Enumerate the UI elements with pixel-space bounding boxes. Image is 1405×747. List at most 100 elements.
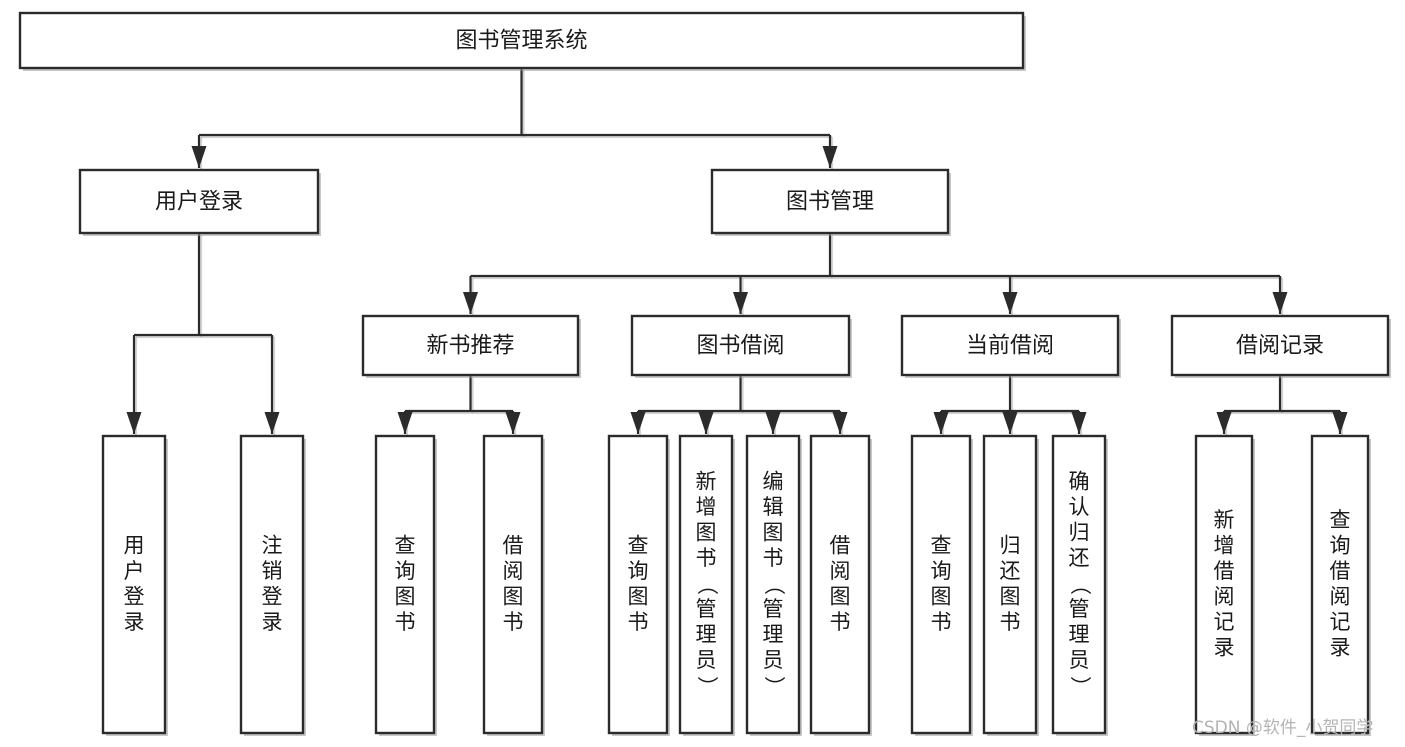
svg-text:录: 录: [1330, 635, 1351, 659]
svg-text:询: 询: [395, 559, 416, 583]
node-root-system[interactable]: 图书管理系统: [18, 11, 1026, 71]
svg-text:）: ）: [1068, 676, 1092, 697]
svg-text:理: 理: [763, 623, 784, 647]
svg-text:查: 查: [395, 533, 416, 557]
svg-text:图: 图: [696, 521, 717, 545]
svg-text:录: 录: [1214, 635, 1235, 659]
node-level3-label-1: 新书推荐: [426, 334, 514, 359]
svg-text:书: 书: [931, 610, 952, 634]
svg-text:）: ）: [695, 676, 719, 697]
node-layer: 图书管理系统用户登录图书管理新书推荐图书借阅当前借阅借阅记录用户登录注销登录查询…: [18, 11, 1391, 736]
svg-text:图: 图: [503, 584, 524, 608]
svg-text:销: 销: [262, 559, 283, 583]
svg-text:认: 认: [1069, 495, 1090, 519]
svg-text:询: 询: [1330, 533, 1351, 557]
svg-text:登: 登: [262, 584, 283, 608]
svg-text:借: 借: [503, 533, 524, 557]
svg-text:（: （: [695, 574, 719, 595]
svg-text:户: 户: [124, 559, 145, 583]
svg-text:书: 书: [763, 546, 784, 570]
svg-text:查: 查: [1330, 508, 1351, 532]
svg-text:辑: 辑: [763, 495, 784, 519]
node-level3-4[interactable]: 借阅记录: [1170, 314, 1391, 378]
node-level3-1[interactable]: 新书推荐: [361, 314, 581, 378]
node-level3-3[interactable]: 当前借阅: [900, 314, 1121, 378]
svg-text:查: 查: [931, 533, 952, 557]
svg-text:还: 还: [1069, 546, 1090, 570]
node-level2-2[interactable]: 图书管理: [710, 168, 951, 236]
node-leaf-label-1: 用户登录: [124, 533, 145, 634]
svg-text:增: 增: [696, 495, 717, 519]
svg-text:借: 借: [830, 533, 851, 557]
svg-text:管: 管: [1069, 597, 1090, 621]
node-leaf-1[interactable]: 用户登录: [101, 434, 168, 736]
svg-text:图: 图: [931, 584, 952, 608]
svg-text:用: 用: [124, 533, 145, 557]
svg-text:书: 书: [395, 610, 416, 634]
svg-text:书: 书: [1000, 610, 1021, 634]
svg-text:新: 新: [696, 470, 717, 494]
svg-text:图: 图: [395, 584, 416, 608]
svg-text:（: （: [1068, 574, 1092, 595]
svg-text:借: 借: [1330, 559, 1351, 583]
node-level3-label-3: 当前借阅: [966, 334, 1054, 359]
svg-text:书: 书: [696, 546, 717, 570]
svg-text:员: 员: [1069, 648, 1090, 672]
svg-text:图: 图: [628, 584, 649, 608]
svg-text:借: 借: [1214, 559, 1235, 583]
node-level3-label-2: 图书借阅: [696, 334, 784, 359]
node-level2-1[interactable]: 用户登录: [78, 168, 321, 236]
svg-text:确: 确: [1069, 470, 1090, 494]
node-level2-label-2: 图书管理: [786, 190, 874, 215]
node-level3-2[interactable]: 图书借阅: [630, 314, 852, 378]
svg-text:询: 询: [931, 559, 952, 583]
svg-text:管: 管: [696, 597, 717, 621]
svg-text:归: 归: [1069, 521, 1090, 545]
connector-layer: [126, 68, 1348, 436]
svg-text:（: （: [762, 574, 786, 595]
svg-text:注: 注: [262, 533, 283, 557]
svg-text:员: 员: [763, 648, 784, 672]
svg-text:阅: 阅: [1214, 584, 1235, 608]
node-level3-label-4: 借阅记录: [1236, 334, 1324, 359]
svg-text:新: 新: [1214, 508, 1235, 532]
svg-text:归: 归: [1000, 533, 1021, 557]
svg-text:查: 查: [628, 533, 649, 557]
svg-text:理: 理: [696, 623, 717, 647]
svg-text:询: 询: [628, 559, 649, 583]
svg-text:阅: 阅: [503, 559, 524, 583]
svg-text:书: 书: [503, 610, 524, 634]
csdn-watermark: CSDN @软件_小贺同学: [1192, 718, 1373, 738]
svg-text:员: 员: [696, 648, 717, 672]
node-root-label: 图书管理系统: [455, 29, 587, 54]
svg-text:管: 管: [763, 597, 784, 621]
svg-text:编: 编: [763, 470, 784, 494]
svg-text:）: ）: [762, 676, 786, 697]
